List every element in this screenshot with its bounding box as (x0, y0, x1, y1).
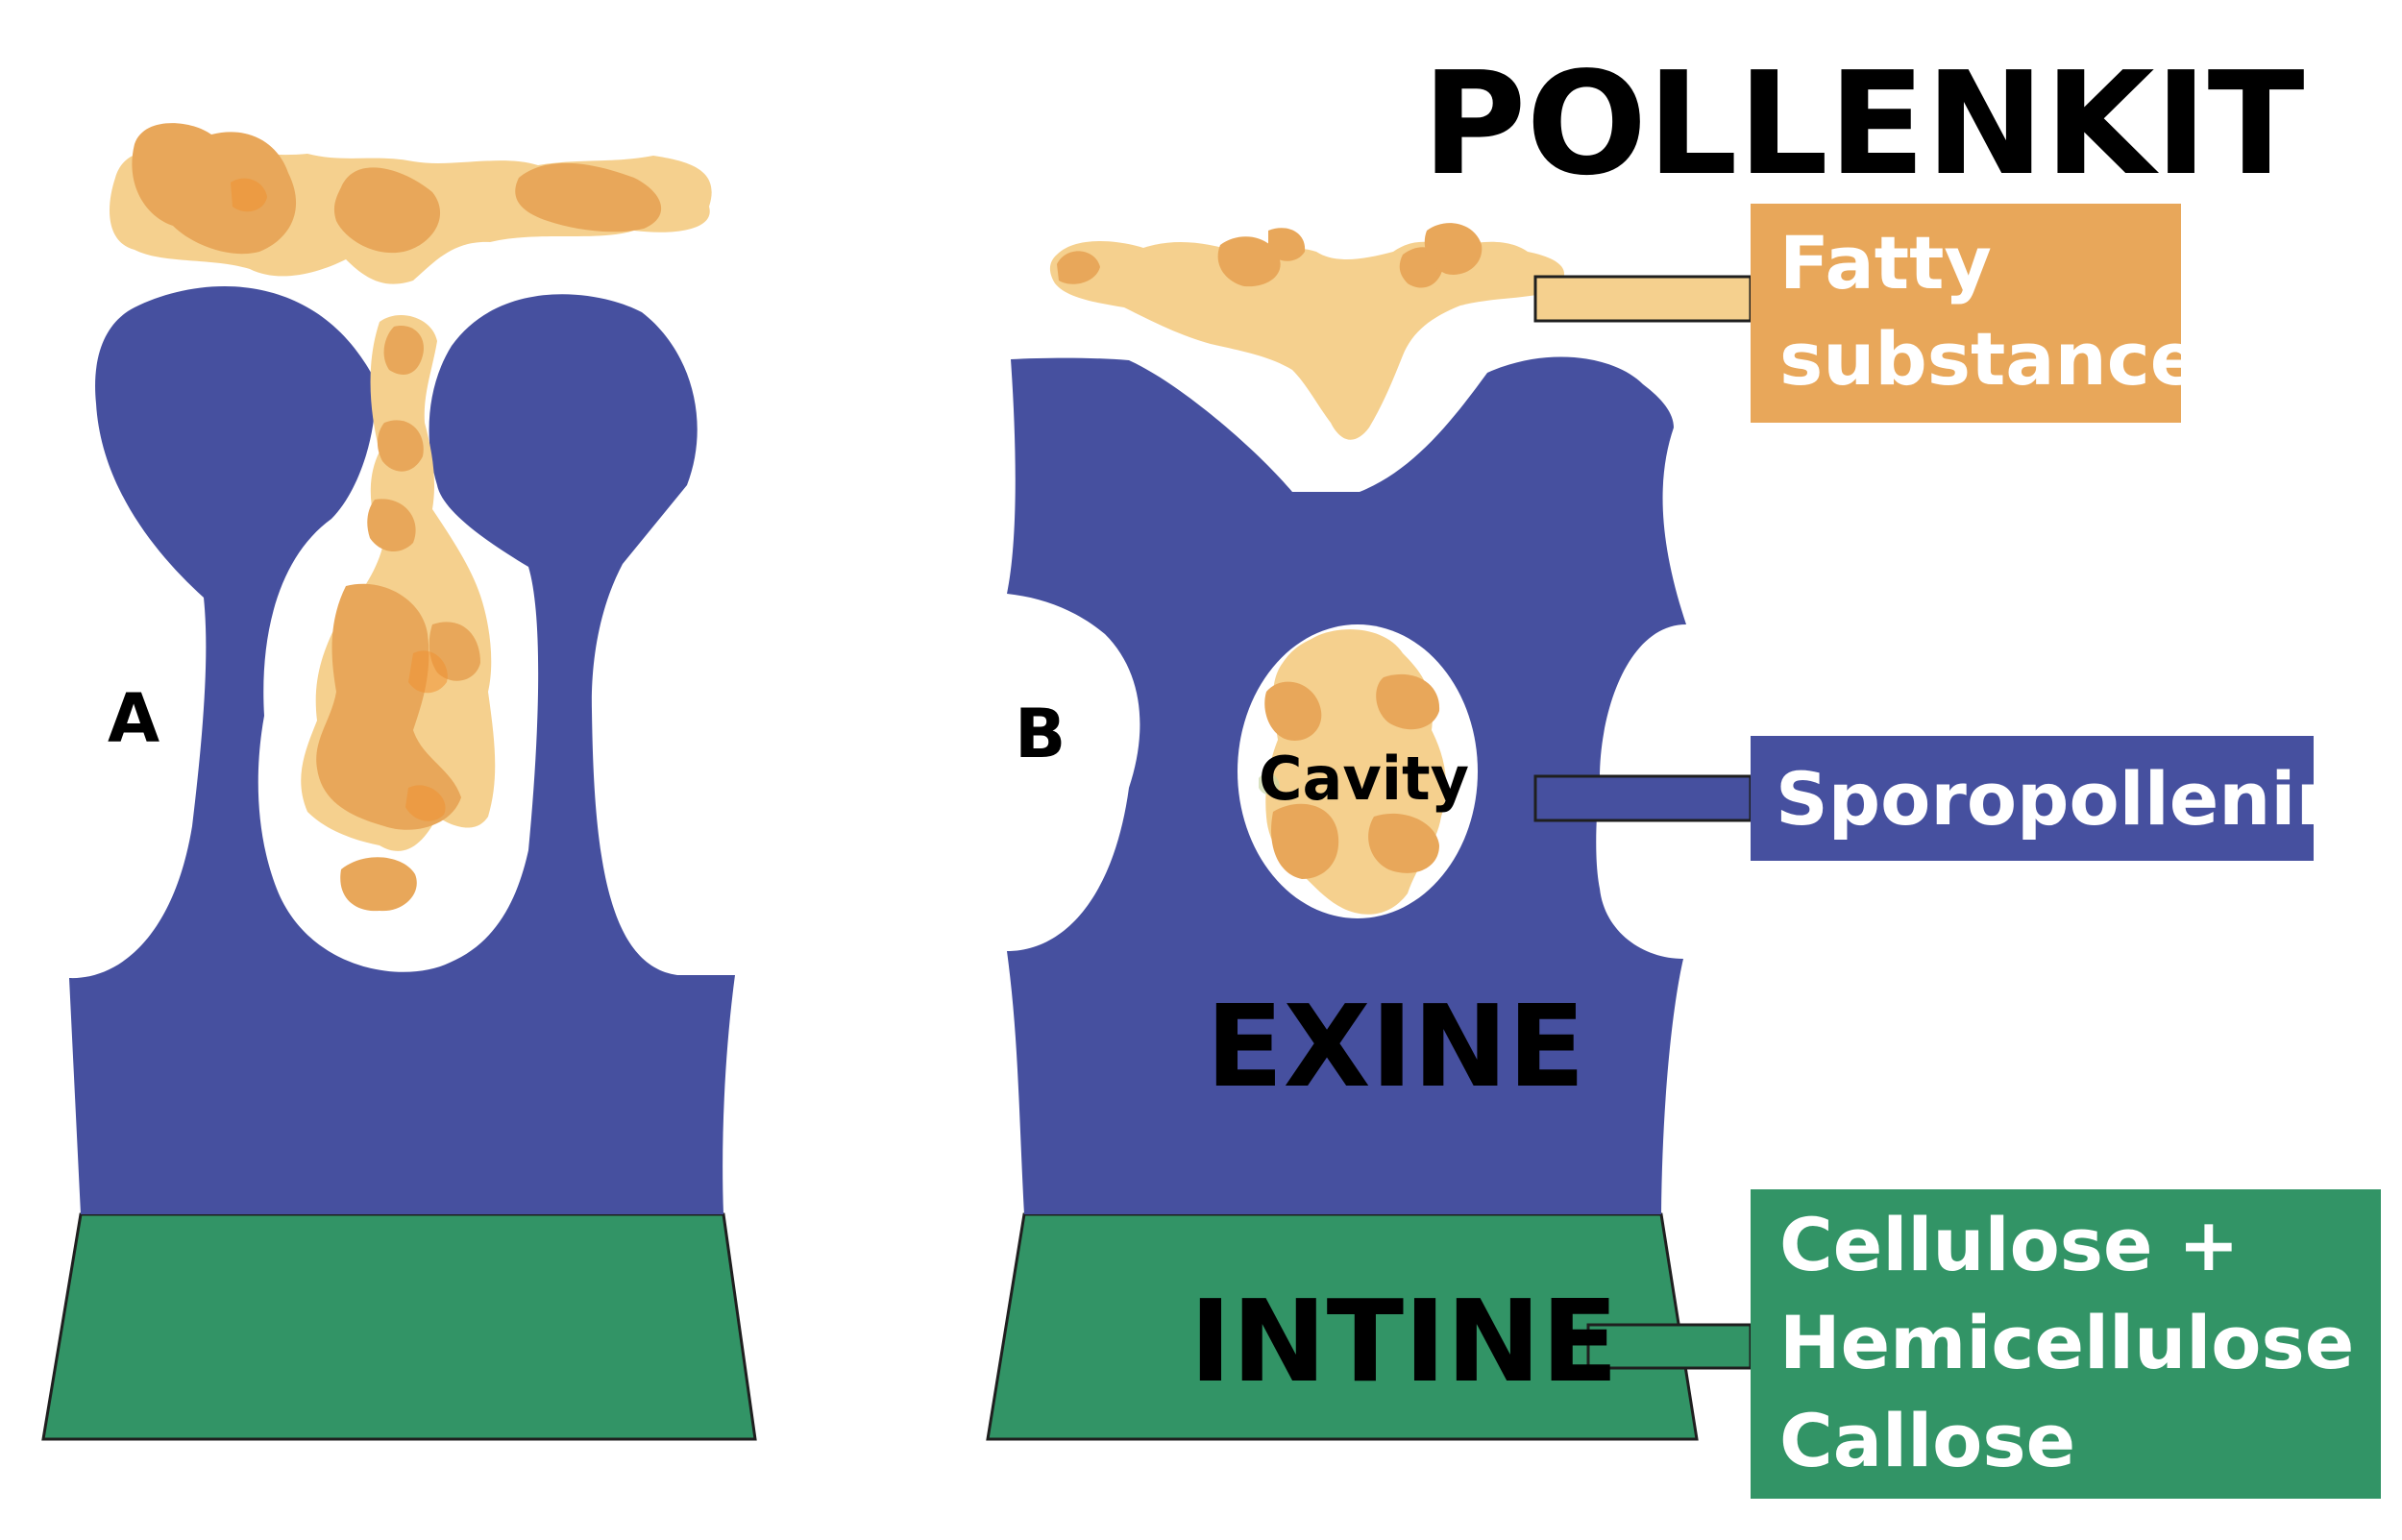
intine-layer-a (41, 1212, 757, 1441)
leader-line-sporopollenin (1533, 774, 1752, 822)
legend-sporopollenin: Sporopollenin (1751, 736, 2348, 861)
exine-label: EXINE (1206, 980, 1585, 1112)
legend-cellulose: Cellulose + Hemicellulose + Callose (1751, 1189, 2402, 1499)
fatty-substance-box (1751, 204, 2181, 423)
cellulose-line-1: Cellulose + (1779, 1202, 2240, 1287)
sporopollenin-box (1751, 736, 2314, 861)
panel-a-label: A (108, 679, 159, 758)
cellulose-line-2: Hemicellulose + (1779, 1300, 2402, 1385)
leader-line-cellulose (1586, 1323, 1752, 1370)
panel-b-label: B (1015, 695, 1066, 773)
exine-layer-a (69, 286, 735, 1214)
leader-line-fatty (1533, 275, 1752, 323)
intine-label: INTINE (1189, 1275, 1618, 1407)
pollenkit-b (1049, 223, 1565, 440)
panel-b (986, 223, 1752, 1441)
cavity-label: Cavity (1259, 744, 1469, 814)
legend-fatty: Fatty substance (1751, 204, 2199, 423)
cavity-pollenkit (1259, 629, 1447, 915)
sporopollenin-line-1: Sporopollenin (1776, 756, 2348, 842)
fatty-line-2: substance (1779, 316, 2199, 402)
panel-a (41, 123, 757, 1441)
fatty-line-1: Fatty (1779, 220, 1992, 306)
pollenkit-a (110, 123, 712, 912)
pollenkit-title: POLLENKIT (1422, 41, 2305, 207)
cellulose-line-3: Callose (1779, 1398, 2075, 1483)
cellulose-box (1751, 1189, 2381, 1499)
